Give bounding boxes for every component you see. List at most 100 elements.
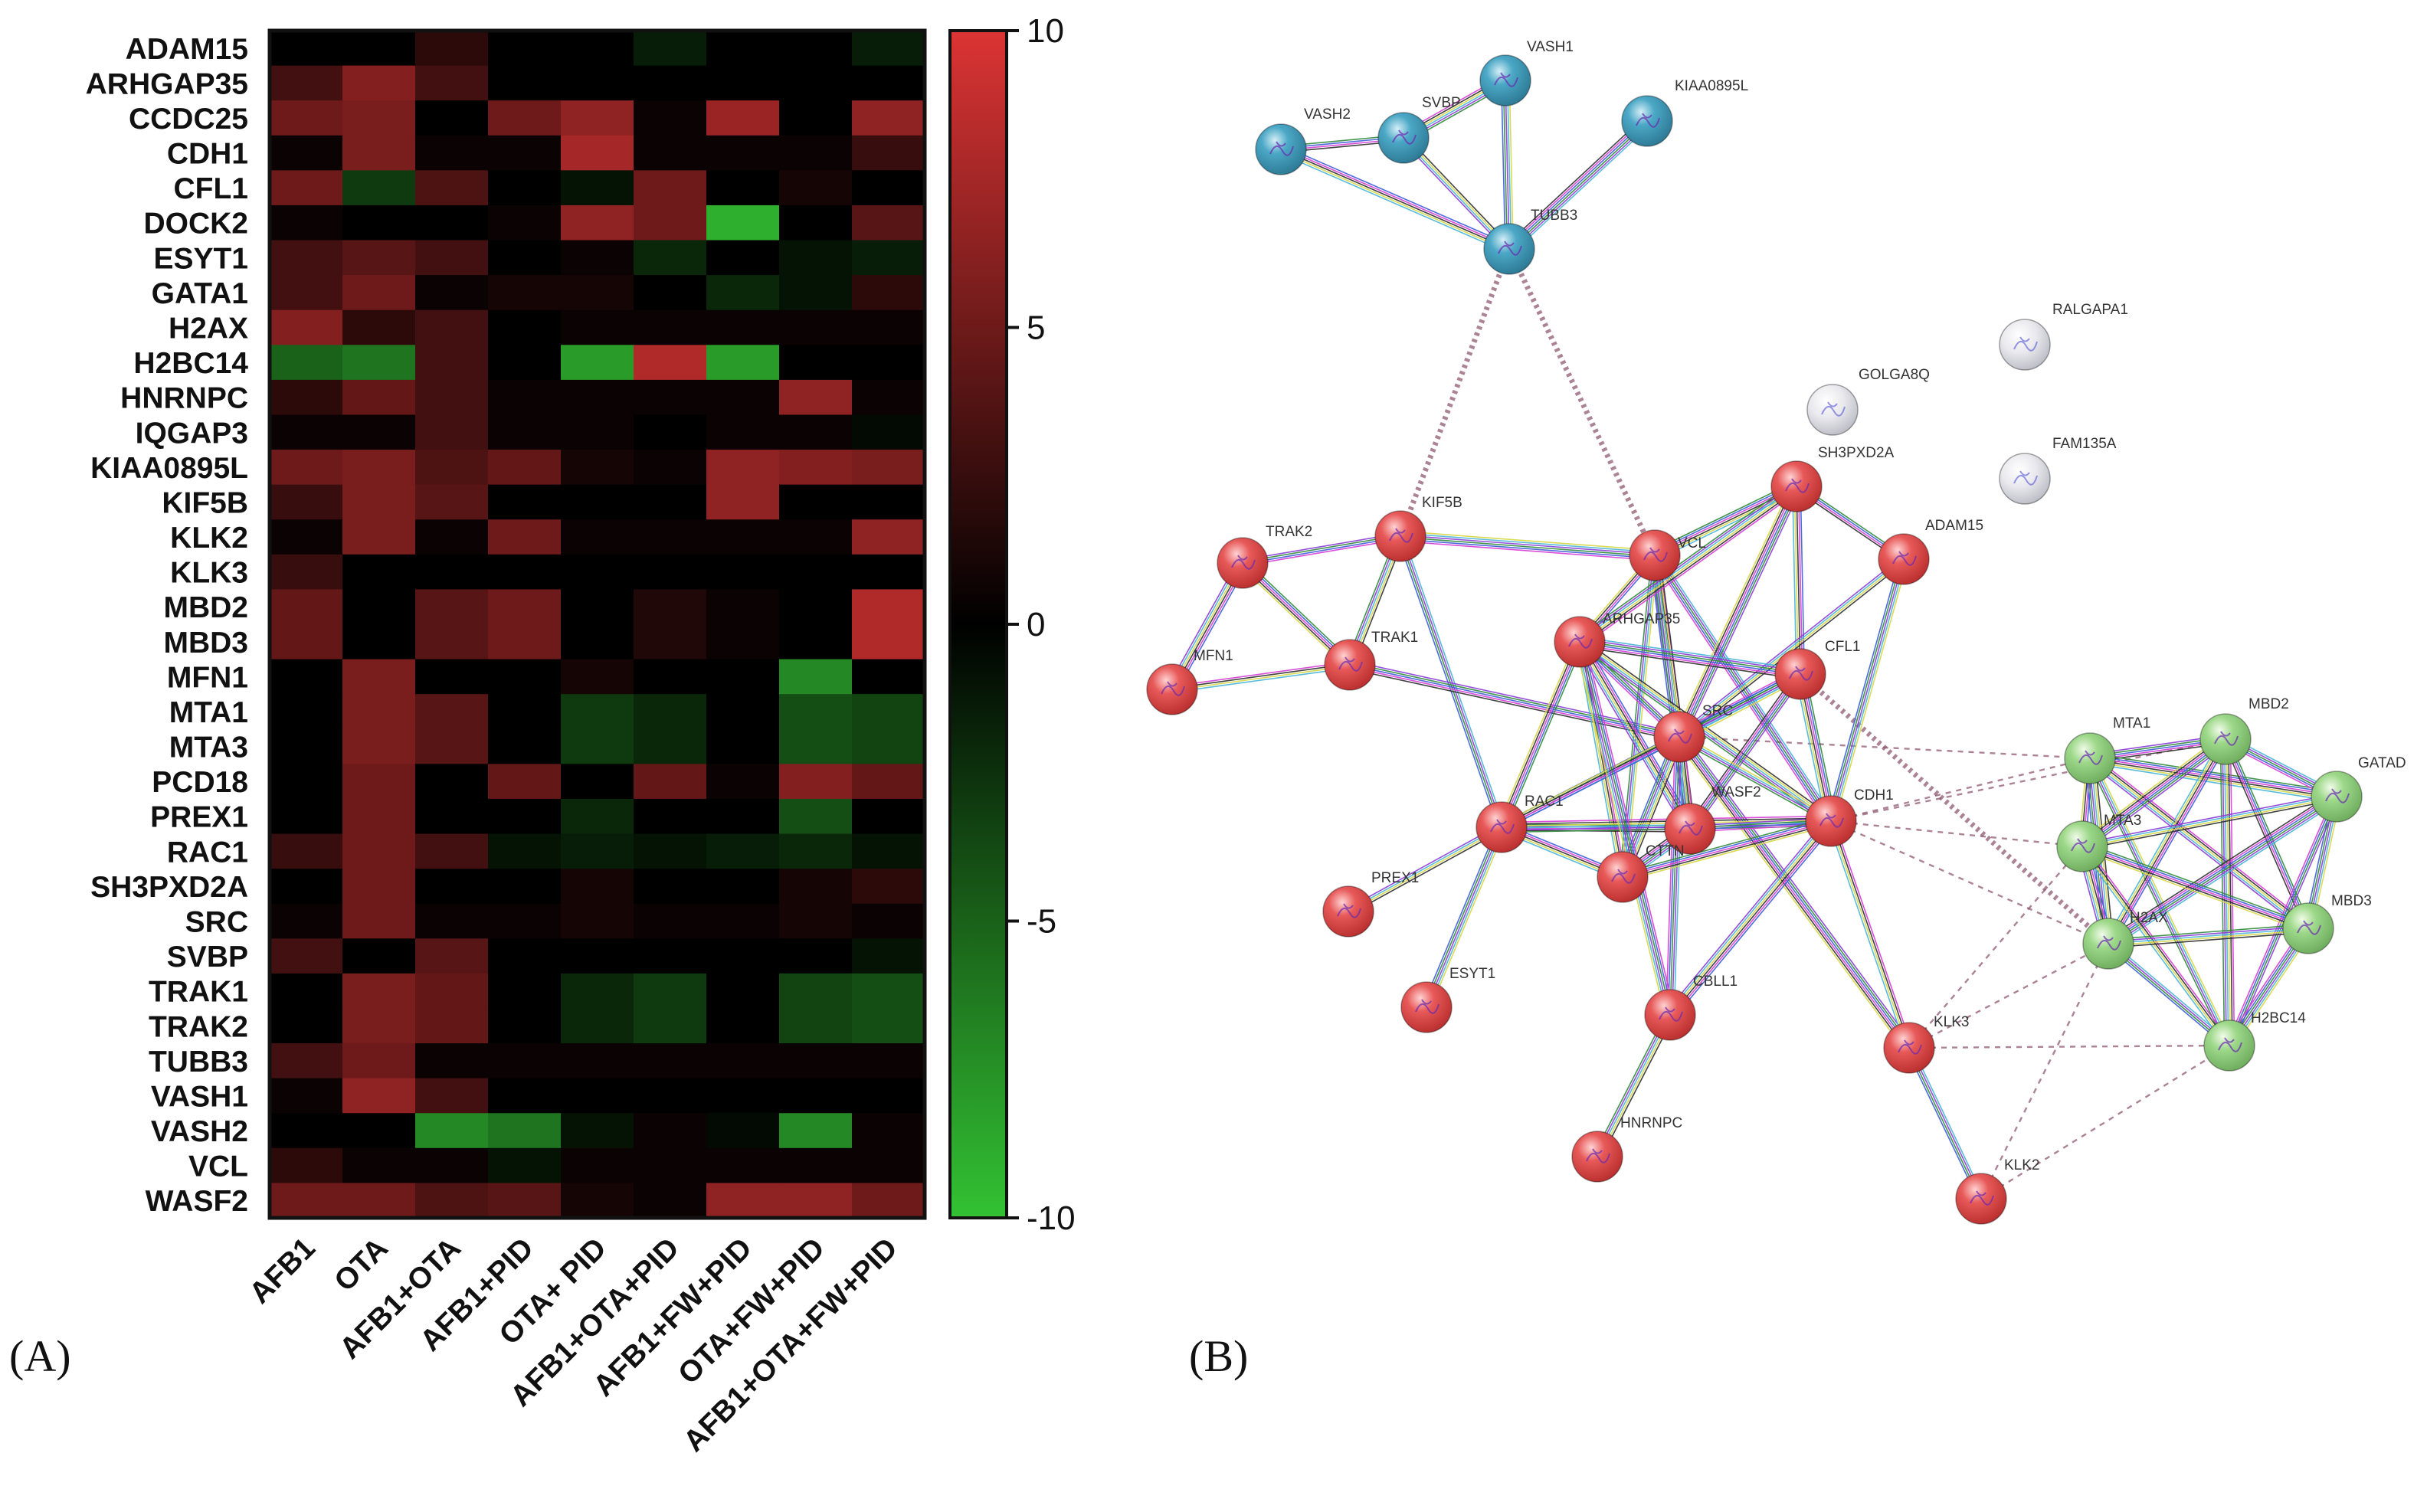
heatmap-cell-dock2-afb1-ota — [415, 205, 489, 241]
edge-strand — [1502, 737, 1680, 829]
heatmap-cell-tubb3-ota-pid — [561, 1043, 634, 1079]
row-label-kif5b: KIF5B — [162, 486, 248, 519]
heatmap-cell-vash1-afb1 — [270, 1078, 343, 1114]
heatmap-cell-sh3pxd2a-ota-pid — [561, 869, 634, 905]
heatmap-cell-hnrnpc-afb1-ota-pid — [634, 379, 707, 416]
edge-strand — [1579, 644, 1800, 678]
node-kiaa0895l: KIAA0895L — [1621, 78, 1748, 147]
heatmap-cell-mbd3-ota — [342, 624, 416, 660]
heatmap-cell-ccdc25-afb1 — [270, 100, 343, 136]
node-structure-icon — [2297, 920, 2321, 935]
network-panel: VASH1VASH2SVBPKIAA0895LTUBB3RALGAPA1GOLG… — [1146, 39, 2406, 1381]
edge-strand — [1580, 636, 1802, 670]
node-structure-icon — [2325, 788, 2350, 803]
edge-strand — [1671, 737, 1682, 1016]
edge-strand — [1279, 152, 1508, 254]
edge-strand — [1652, 481, 1795, 551]
node-h2ax: H2AX — [2082, 910, 2168, 970]
panel-label-b: (B) — [1189, 1331, 1248, 1381]
heatmap-cell-kif5b-afb1-ota-pid — [634, 484, 707, 520]
node-structure-icon — [2218, 1037, 2242, 1052]
heatmap-cell-dock2-afb1-fw-pid — [706, 205, 780, 241]
node-structure-icon — [1643, 547, 1668, 562]
node-mta1: MTA1 — [2064, 715, 2150, 784]
node-structure-icon — [1231, 555, 1256, 570]
edge-strand — [1350, 662, 1680, 736]
edge-strand — [1498, 640, 1579, 827]
heatmap-cell-mta3-ota — [342, 728, 416, 764]
edge-strand — [1598, 1015, 1673, 1158]
node-structure-icon — [1586, 1148, 1610, 1163]
heatmap-cell-cdh1-ota-fw-pid — [779, 135, 853, 171]
heatmap-cell-esyt1-ota — [342, 240, 416, 276]
edge-strand — [2088, 759, 2307, 931]
node-gatad: GATAD — [2311, 755, 2406, 823]
edge-strand — [1657, 552, 1835, 820]
heatmap-cell-cdh1-ota — [342, 135, 416, 171]
row-label-mfn1: MFN1 — [167, 661, 248, 694]
edge-strand — [1402, 138, 1509, 250]
edge-strand — [1622, 818, 1831, 876]
node-label: H2AX — [2130, 910, 2168, 926]
edge-strand — [1279, 150, 1509, 252]
row-label-hnrnpc: HNRNPC — [120, 382, 248, 415]
heatmap-cell-tubb3-afb1-fw-pid — [706, 1043, 780, 1079]
heatmap-cell-pcd18-afb1-pid — [488, 764, 562, 800]
heatmap-cell-trak1-afb1-ota-pid — [634, 973, 707, 1010]
edge-strand — [2091, 756, 2311, 928]
edge-strand — [2109, 941, 2232, 1044]
heatmap-cell-h2bc14-afb1-ota-pid — [634, 345, 707, 381]
heatmap-cell-vcl-afb1-ota-pid — [634, 1147, 707, 1184]
heatmap-cell-mbd2-ota-pid — [561, 589, 634, 625]
edge-strand — [1580, 640, 1833, 820]
heatmap-cell-mbd2-ota-fw-pid — [779, 589, 853, 625]
heatmap-cell-mbd2-afb1-fw-pid — [706, 589, 780, 625]
row-label-h2bc14: H2BC14 — [133, 347, 248, 380]
edge-strand — [1578, 642, 1690, 830]
edge-arhgap35-rac1 — [1497, 640, 1584, 830]
edge-strand — [1400, 534, 1656, 555]
heatmap-cell-prex1-afb1-fw-pid — [706, 798, 780, 835]
edge-rac1-prex1 — [1346, 823, 1504, 915]
heatmap-cell-iqgap3-afb1-ota — [415, 414, 489, 450]
heatmap-cell-mta3-ota-fw-pid — [779, 728, 853, 764]
edge-src-rac1 — [1499, 733, 1682, 831]
edge-h2ax-h2bc14 — [2105, 941, 2232, 1049]
heatmap-cell-wasf2-ota-fw-pid — [779, 1183, 853, 1219]
dashed-edge-cdh1-h2ax — [1830, 820, 2109, 945]
edge-strand — [1832, 559, 1907, 822]
node-label: KIF5B — [1422, 495, 1462, 511]
heatmap-cell-mta1-afb1-ota-fw-pid — [852, 694, 925, 730]
heatmap-cell-mfn1-afb1-ota-fw-pid — [852, 659, 925, 695]
heatmap-cell-esyt1-afb1-pid — [488, 240, 562, 276]
heatmap-cell-hnrnpc-afb1-ota-fw-pid — [852, 379, 925, 416]
heatmap-cell-vash2-afb1-ota-fw-pid — [852, 1113, 925, 1149]
edge-strand — [1348, 826, 1502, 911]
edge-kif5b-rac1 — [1397, 535, 1505, 829]
edge-strand — [1497, 640, 1577, 826]
node-label: GOLGA8Q — [1859, 367, 1930, 383]
heatmap-cell-ccdc25-ota-pid — [561, 100, 634, 136]
edge-strand — [1582, 640, 1674, 1015]
row-label-mbd3: MBD3 — [163, 627, 248, 659]
edge-strand — [2224, 739, 2308, 929]
edge-strand — [1584, 640, 1676, 1014]
row-label-pcd18: PCD18 — [152, 766, 248, 799]
edge-strand — [1827, 822, 1908, 1049]
node-label: CDH1 — [1854, 787, 1894, 803]
edge-strand — [1909, 1047, 1983, 1199]
heatmap-cell-vash2-ota-pid — [561, 1113, 634, 1149]
heatmap-cell-hnrnpc-afb1 — [270, 379, 343, 416]
dashed-edge-tubb3-vcl — [1506, 247, 1658, 557]
heatmap-cell-kif5b-ota-pid — [561, 484, 634, 520]
heatmap-cell-vash2-afb1-pid — [488, 1113, 562, 1149]
edge-strand — [1797, 486, 1803, 674]
edge-strand — [1501, 80, 1506, 250]
heatmap-cell-trak1-ota-pid — [561, 973, 634, 1010]
edge-strand — [2222, 738, 2227, 1046]
edge-cfl1-wasf2 — [1686, 671, 1804, 832]
node-rac1: RAC1 — [1476, 794, 1564, 853]
heatmap-cell-trak1-afb1-ota — [415, 973, 489, 1010]
edge-strand — [1506, 118, 1646, 247]
edge-strand — [2229, 738, 2235, 1046]
